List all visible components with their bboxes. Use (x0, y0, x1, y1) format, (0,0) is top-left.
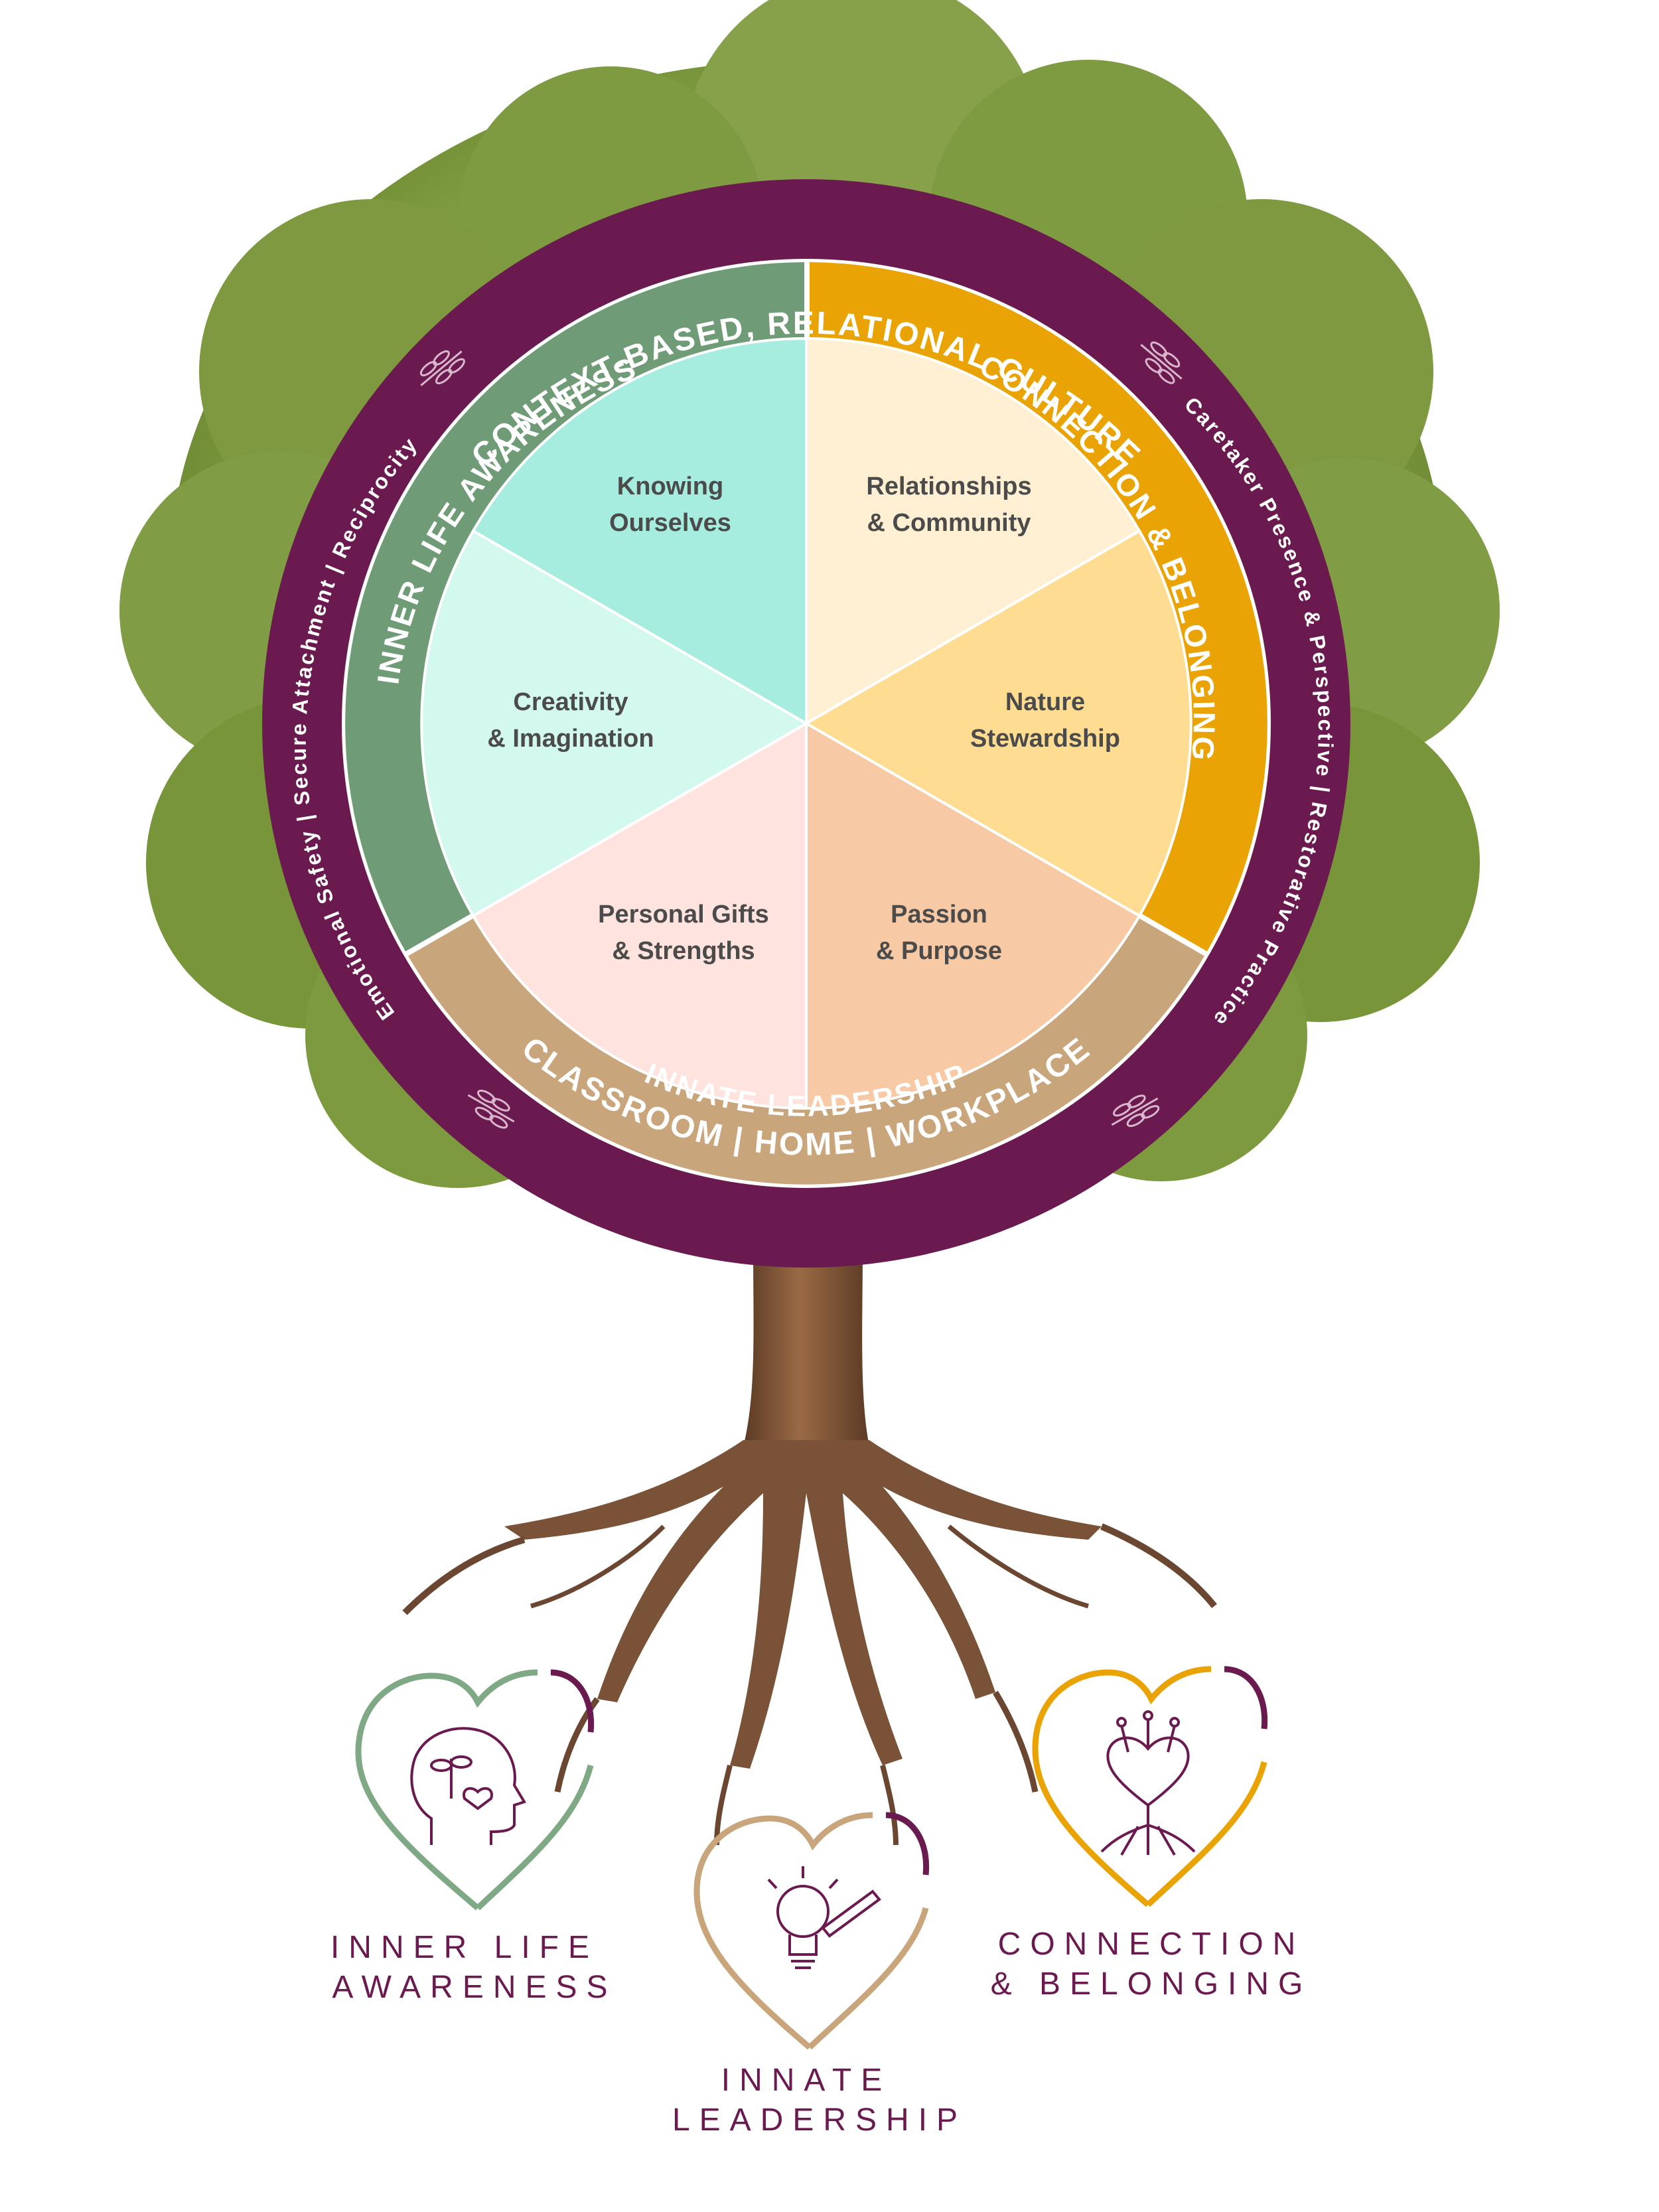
sprig-icon (467, 1089, 515, 1129)
pie-segments (420, 336, 1192, 1110)
segment-label: Passion (891, 901, 987, 928)
segment-label: & Community (867, 509, 1031, 537)
sprig-icon (419, 350, 465, 386)
pillar-title: CONNECTION (998, 1927, 1305, 1962)
segment-label: & Strengths (612, 937, 755, 965)
segment-knowing-ourselves (471, 336, 808, 726)
segment-label: Ourselves (609, 509, 731, 537)
pillar-title: AWARENESS (332, 1970, 616, 2005)
pillar-title: INNER LIFE (330, 1930, 599, 1965)
segment-label: & Imagination (487, 725, 654, 753)
pillar-innate-leadership: INNATE LEADERSHIP (672, 1812, 967, 2138)
pillar-title: INNATE (721, 2063, 891, 2098)
segment-relationships (805, 336, 1141, 726)
sprig-icon (1111, 1094, 1160, 1128)
segment-personal-gifts (471, 721, 808, 1110)
pillar-inner-life: INNER LIFE AWARENESS (330, 1669, 616, 2005)
pillar-title: & BELONGING (991, 1966, 1313, 2002)
tree-trunk-and-roots (402, 1248, 1217, 1846)
segment-nature-stewardship (804, 529, 1192, 918)
segment-label: Nature (1005, 688, 1085, 716)
sprig-icon (1140, 341, 1183, 384)
segment-label: & Purpose (876, 937, 1002, 965)
segment-label: Stewardship (970, 725, 1120, 753)
lightbulb-pencil-icon (767, 1866, 881, 1969)
segment-label: Knowing (617, 473, 723, 500)
head-with-heart-sprout-icon (410, 1727, 526, 1845)
pillar-connection: CONNECTION & BELONGING (991, 1666, 1313, 2002)
segment-label: Relationships (866, 473, 1031, 500)
segment-label: Creativity (513, 688, 628, 716)
heart-tree-roots-icon (1100, 1710, 1196, 1856)
segment-passion-purpose (805, 721, 1141, 1110)
segment-label: Personal Gifts (598, 901, 769, 928)
pillar-title: LEADERSHIP (672, 2102, 967, 2138)
segment-creativity (420, 529, 809, 918)
heart-outline-icon (355, 1669, 538, 1911)
